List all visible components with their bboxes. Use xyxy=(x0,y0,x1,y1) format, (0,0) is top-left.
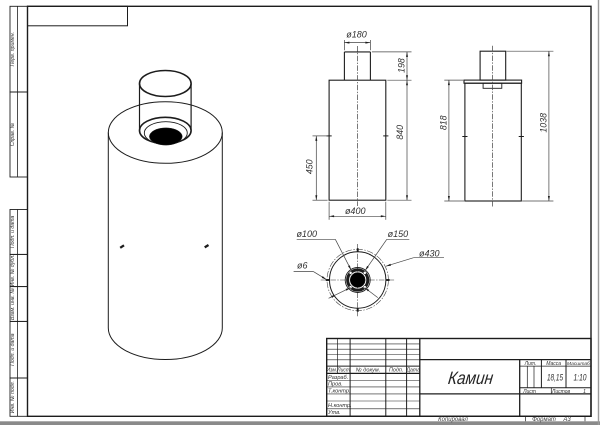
svg-text:Лист: Лист xyxy=(336,367,350,373)
svg-text:Разраб.: Разраб. xyxy=(328,375,348,381)
svg-text:Копировал: Копировал xyxy=(438,417,468,423)
svg-text:Масштаб: Масштаб xyxy=(567,361,590,367)
svg-text:1: 1 xyxy=(583,389,586,395)
svg-text:ø430: ø430 xyxy=(419,248,440,258)
svg-text:Формат: Формат xyxy=(532,417,556,423)
svg-text:Перв. примен.: Перв. примен. xyxy=(10,32,16,66)
svg-text:Взам. инв. №: Взам. инв. № xyxy=(10,288,16,320)
svg-text:ø400: ø400 xyxy=(345,206,366,216)
svg-text:Изм.: Изм. xyxy=(327,367,338,373)
svg-text:1038: 1038 xyxy=(538,113,548,133)
svg-text:Подп. и дата: Подп. и дата xyxy=(10,333,16,366)
svg-text:1:10: 1:10 xyxy=(574,371,588,382)
svg-text:Масса: Масса xyxy=(546,361,561,367)
svg-text:18,15: 18,15 xyxy=(547,371,564,382)
svg-text:450: 450 xyxy=(304,159,314,174)
svg-text:Пров.: Пров. xyxy=(328,381,343,387)
svg-text:Дата: Дата xyxy=(405,367,420,373)
svg-text:ø150: ø150 xyxy=(388,229,409,239)
svg-text:Инв. № дубл.: Инв. № дубл. xyxy=(10,255,16,287)
svg-text:ø100: ø100 xyxy=(296,229,317,239)
svg-text:Лист: Лист xyxy=(522,389,536,395)
svg-text:Инв. № подл.: Инв. № подл. xyxy=(10,381,16,413)
svg-text:Подп. и дата: Подп. и дата xyxy=(10,216,16,249)
svg-text:Н.контр.: Н.контр. xyxy=(328,403,352,409)
svg-text:№ докум.: № докум. xyxy=(356,367,381,373)
svg-text:Листов: Листов xyxy=(551,389,571,395)
svg-text:Утв.: Утв. xyxy=(327,410,341,416)
svg-text:Камин: Камин xyxy=(447,368,495,388)
svg-text:А3: А3 xyxy=(562,417,571,423)
svg-text:818: 818 xyxy=(439,115,449,130)
svg-text:ø180: ø180 xyxy=(346,29,367,39)
svg-text:198: 198 xyxy=(397,58,407,73)
svg-text:Лит.: Лит. xyxy=(524,361,537,367)
svg-text:Справ. №: Справ. № xyxy=(10,122,16,146)
svg-text:ø6: ø6 xyxy=(297,261,308,271)
svg-text:Т.контр.: Т.контр. xyxy=(328,388,351,394)
svg-text:840: 840 xyxy=(395,125,405,140)
svg-text:Подп.: Подп. xyxy=(389,367,403,373)
